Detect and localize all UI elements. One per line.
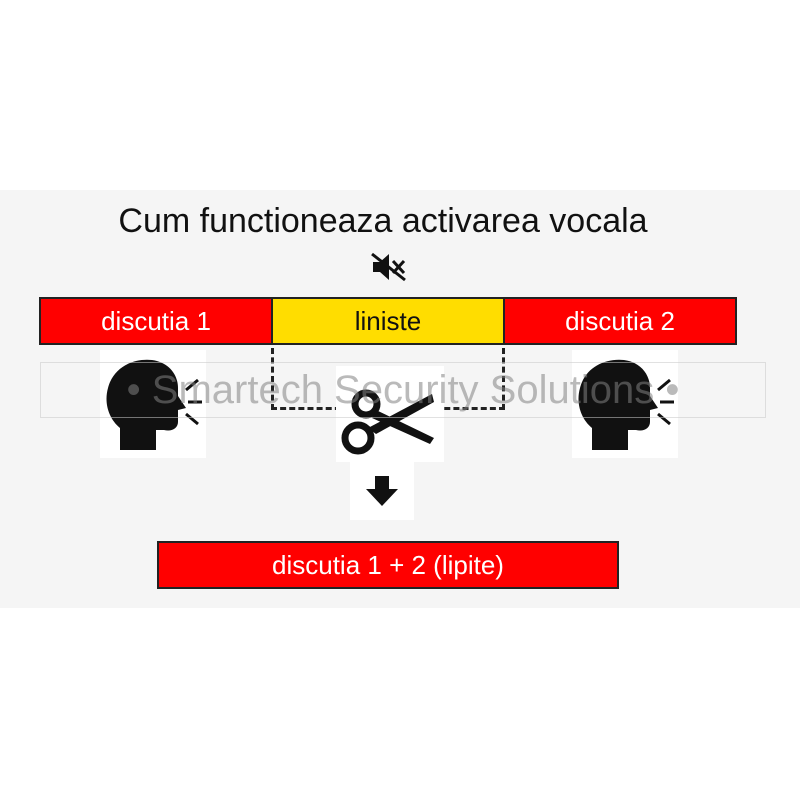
merged-result-bar: discutia 1 + 2 (lipite) (157, 541, 619, 589)
speaker-muted-icon (371, 252, 407, 282)
result-label: discutia 1 + 2 (lipite) (272, 549, 504, 580)
speaking-head-icon (572, 350, 678, 458)
segment-label: liniste (354, 305, 422, 336)
speaking-head-icon (100, 350, 206, 458)
segment-label: discutia 1 (101, 305, 211, 336)
segment-discussion-1: discutia 1 (39, 297, 273, 345)
arrow-down-icon (350, 458, 414, 520)
diagram-title: Cum functioneaza activarea vocala (118, 202, 648, 240)
segment-label: discutia 2 (565, 305, 675, 336)
scissors-icon (336, 366, 444, 462)
segment-silence: liniste (271, 297, 505, 345)
segment-discussion-2: discutia 2 (503, 297, 737, 345)
